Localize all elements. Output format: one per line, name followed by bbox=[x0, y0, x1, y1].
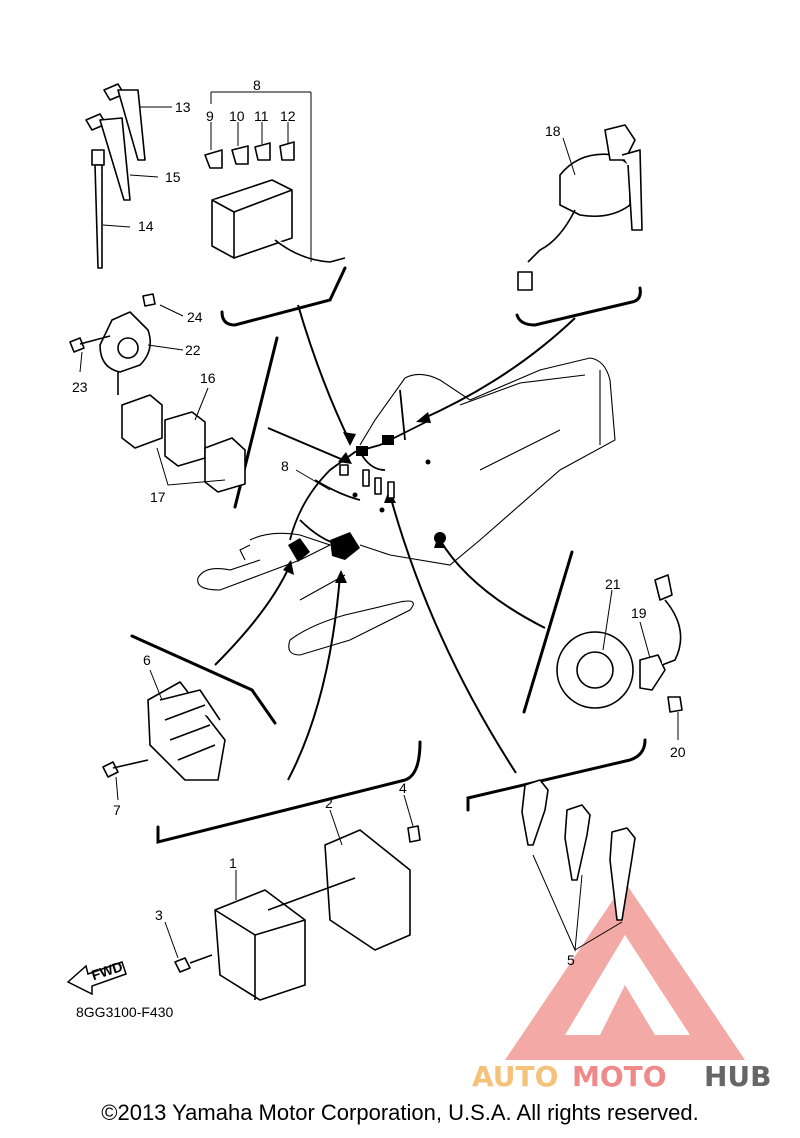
watermark-hub: HUB bbox=[704, 1060, 772, 1093]
callout-24: 24 bbox=[187, 309, 203, 325]
callout-18: 18 bbox=[545, 123, 561, 139]
relays bbox=[121, 394, 246, 493]
callout-5: 5 bbox=[567, 952, 575, 968]
callout-14: 14 bbox=[138, 218, 154, 234]
callout-1: 1 bbox=[229, 855, 237, 871]
callout-10: 10 bbox=[229, 108, 245, 124]
callout-2: 2 bbox=[325, 795, 333, 811]
fwd-arrow: FWD bbox=[66, 958, 127, 996]
callout-17: 17 bbox=[150, 489, 166, 505]
cable-ties bbox=[85, 83, 146, 269]
center-plugs bbox=[339, 464, 395, 499]
callout-13: 13 bbox=[175, 99, 191, 115]
callout-21: 21 bbox=[605, 576, 621, 592]
callout-22: 22 bbox=[185, 342, 201, 358]
leader-lines bbox=[214, 304, 576, 781]
callout-16: 16 bbox=[200, 370, 216, 386]
callout-4: 4 bbox=[399, 780, 407, 796]
snowmobile-outline bbox=[197, 357, 616, 656]
copyright-notice: ©2013 Yamaha Motor Corporation, U.S.A. A… bbox=[101, 1100, 699, 1125]
watermark-logo bbox=[505, 882, 745, 1060]
cdi-unit bbox=[174, 825, 421, 1001]
callout-8: 8 bbox=[253, 77, 261, 93]
callout-8-center: 8 bbox=[281, 458, 289, 474]
main-switch bbox=[517, 124, 643, 291]
callout-7: 7 bbox=[113, 802, 121, 818]
callout-9: 9 bbox=[206, 108, 214, 124]
horn bbox=[69, 293, 156, 395]
callout-leaders bbox=[79, 91, 679, 959]
callout-23: 23 bbox=[72, 379, 88, 395]
group-brackets bbox=[130, 266, 647, 844]
watermark-auto: AUTO bbox=[472, 1060, 558, 1093]
callout-19: 19 bbox=[631, 605, 647, 621]
watermark-text: AUTO MOTO HUB bbox=[472, 1060, 772, 1093]
spark-plug-caps bbox=[521, 779, 636, 921]
fuse-box bbox=[204, 141, 346, 263]
callout-15: 15 bbox=[165, 169, 181, 185]
callout-6: 6 bbox=[143, 652, 151, 668]
watermark-moto: MOTO bbox=[572, 1060, 667, 1093]
rectifier-regulator bbox=[102, 681, 226, 781]
callout-3: 3 bbox=[155, 907, 163, 923]
callout-12: 12 bbox=[280, 108, 296, 124]
callout-20: 20 bbox=[670, 744, 686, 760]
callout-11: 11 bbox=[254, 108, 269, 124]
center-harness bbox=[289, 389, 431, 546]
pickup-coil bbox=[556, 574, 683, 713]
diagram-code: 8GG3100-F430 bbox=[76, 1004, 173, 1020]
center-connectors bbox=[288, 435, 446, 562]
callout-numbers: 1 2 3 4 5 6 7 8 9 10 11 12 13 14 15 16 1… bbox=[72, 77, 686, 968]
